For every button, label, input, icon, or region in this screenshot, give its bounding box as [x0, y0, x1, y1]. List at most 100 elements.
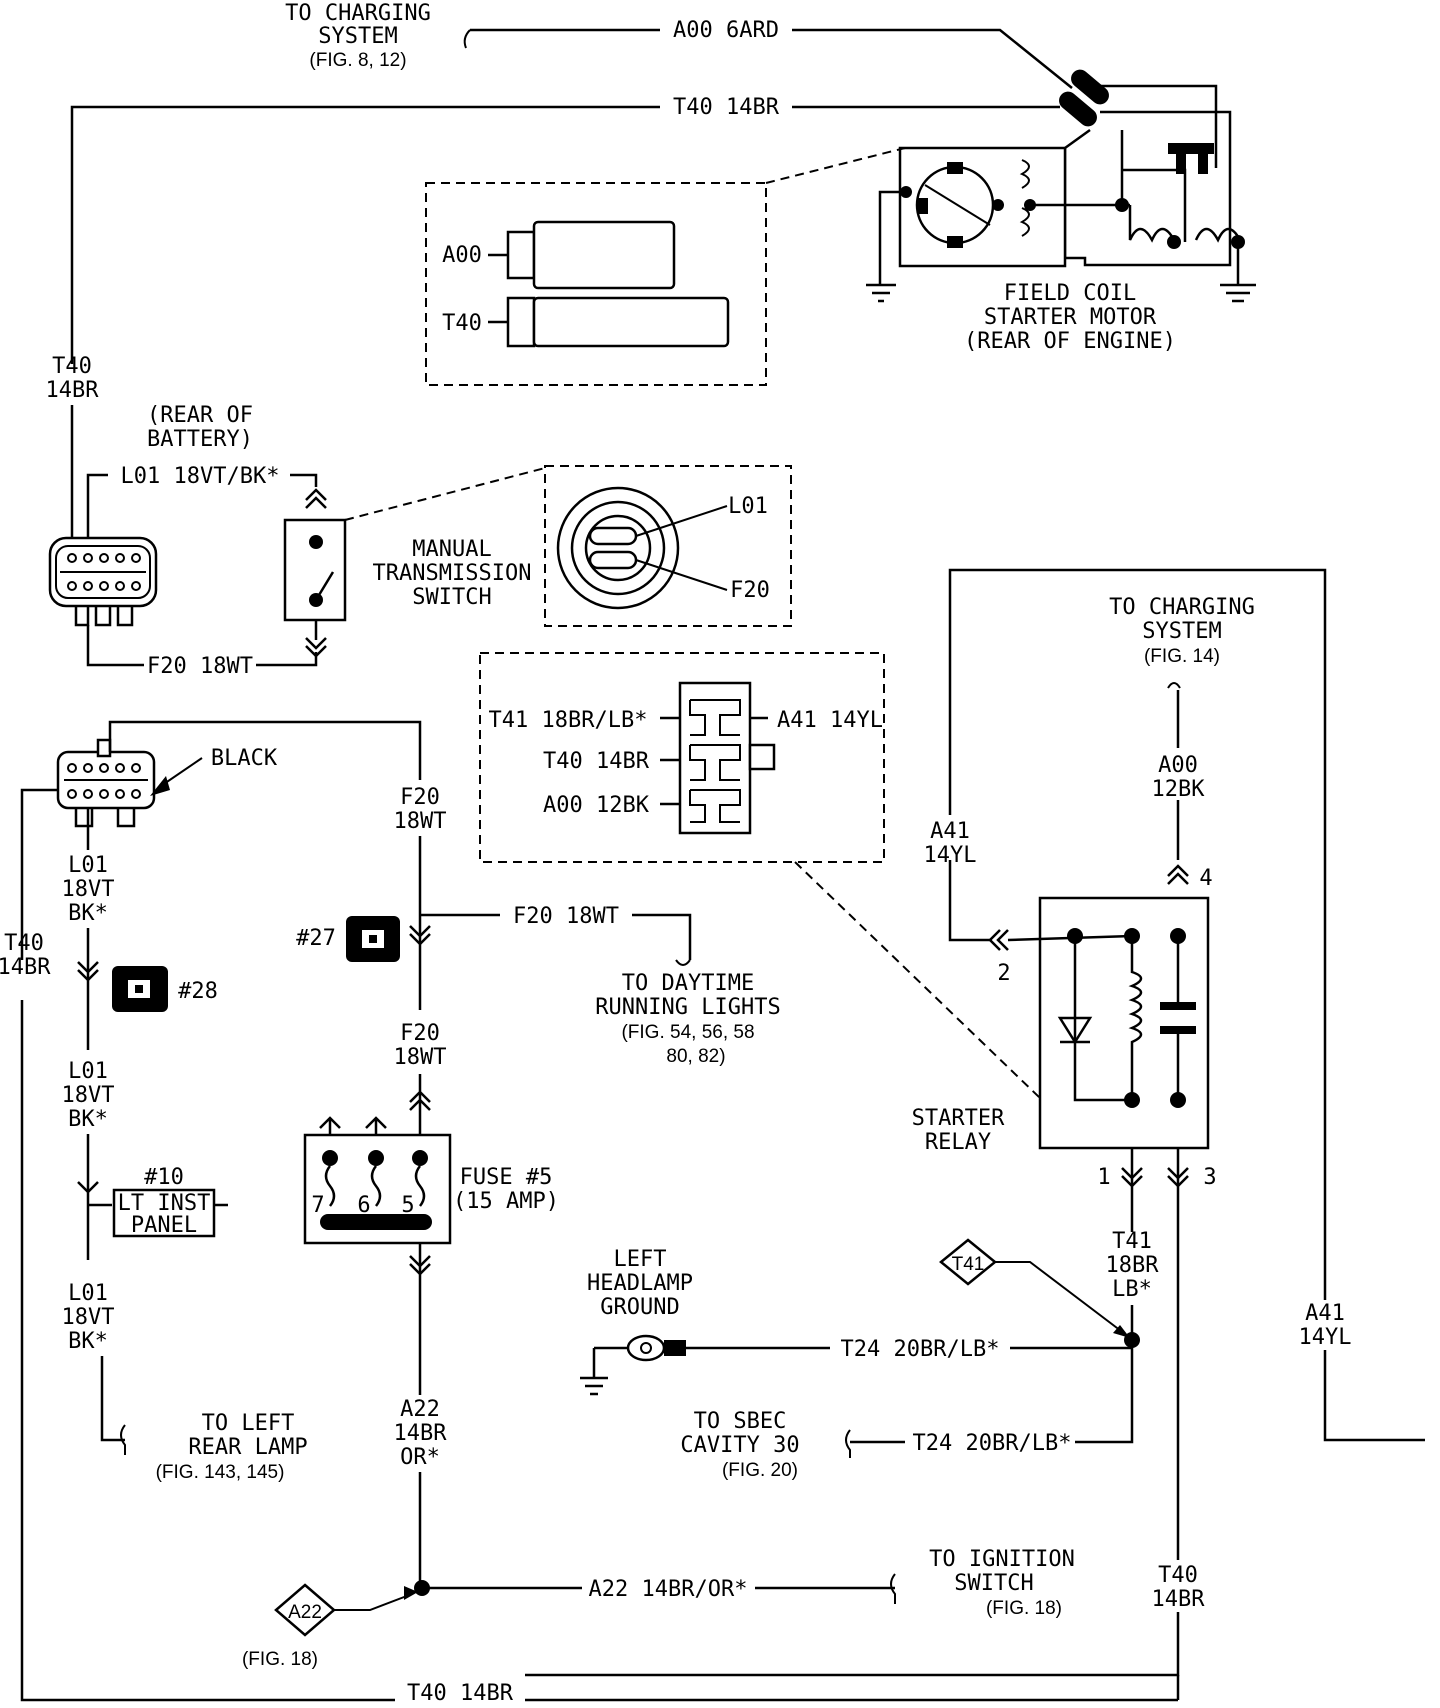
- starter-motor-label: FIELD COIL STARTER MOTOR (REAR OF ENGINE…: [964, 281, 1176, 354]
- svg-text:TO CHARGING: TO CHARGING: [1109, 595, 1255, 620]
- svg-text:TRANSMISSION: TRANSMISSION: [373, 561, 532, 586]
- svg-text:LB*: LB*: [1112, 1277, 1152, 1302]
- svg-text:14BR: 14BR: [0, 955, 51, 980]
- svg-text:A00: A00: [442, 243, 482, 268]
- splice-a22: A22: [274, 1583, 418, 1637]
- svg-text:(FIG. 18): (FIG. 18): [986, 1598, 1062, 1619]
- svg-text:OR*: OR*: [400, 1445, 440, 1470]
- svg-text:14BR: 14BR: [394, 1421, 448, 1446]
- wire-label-a22: A22 14BR OR*: [394, 1397, 448, 1470]
- switch-connector-inset: L01 F20: [544, 465, 792, 627]
- svg-text:L01: L01: [68, 853, 108, 878]
- connector-28: [112, 966, 168, 1012]
- relay-pin-4: 4: [1199, 866, 1212, 891]
- svg-text:12BK: 12BK: [1152, 777, 1206, 802]
- svg-text:RUNNING LIGHTS: RUNNING LIGHTS: [595, 995, 780, 1020]
- svg-text:TO IGNITION: TO IGNITION: [929, 1547, 1075, 1572]
- to-drl-label: TO DAYTIME RUNNING LIGHTS (FIG. 54, 56, …: [595, 971, 780, 1067]
- wire-label-f20-mts: F20 18WT: [147, 654, 253, 679]
- relay-connector-inset: T41 18BR/LB* A41 14YL T40 14BR A00 12BK: [479, 652, 885, 863]
- svg-text:SWITCH: SWITCH: [412, 585, 491, 610]
- wire-label-a22-h: A22 14BR/OR*: [589, 1577, 748, 1602]
- wire-label-a41-b: A41 14YL: [1299, 1301, 1352, 1350]
- relay-pin-2: 2: [997, 961, 1010, 986]
- svg-text:REAR LAMP: REAR LAMP: [188, 1435, 307, 1460]
- right-charging-label: TO CHARGING SYSTEM (FIG. 14): [1109, 595, 1255, 667]
- svg-text:18VT: 18VT: [62, 1083, 115, 1108]
- svg-text:A41 14YL: A41 14YL: [777, 708, 883, 733]
- svg-text:A00 12BK: A00 12BK: [543, 793, 650, 818]
- wire-label-t41: T41 18BR LB*: [1106, 1229, 1160, 1302]
- ring-terminal-a00: [1059, 69, 1109, 127]
- svg-text:5: 5: [401, 1193, 414, 1218]
- wire-label-l01-c: L01 18VT BK*: [62, 1281, 115, 1354]
- svg-text:SYSTEM: SYSTEM: [318, 24, 397, 49]
- black-connector: [56, 738, 156, 828]
- svg-text:F20: F20: [730, 578, 770, 603]
- svg-text:T41: T41: [952, 1254, 985, 1275]
- connector-27-label: #27: [296, 926, 336, 951]
- battery-connector: [48, 536, 158, 627]
- top-charging-label: TO CHARGING SYSTEM (FIG. 8, 12): [285, 1, 431, 71]
- svg-text:T40: T40: [1158, 1563, 1198, 1588]
- wire-label-a41-a: A41 14YL: [924, 819, 977, 868]
- svg-text:HEADLAMP: HEADLAMP: [587, 1271, 693, 1296]
- wire-label-l01-b: L01 18VT BK*: [62, 1059, 115, 1132]
- svg-text:LEFT: LEFT: [614, 1247, 667, 1272]
- wire-label-f20-b: F20 18WT: [394, 1021, 447, 1070]
- starter-relay: [1007, 896, 1210, 1150]
- svg-text:T40: T40: [4, 931, 44, 956]
- svg-text:BK*: BK*: [68, 1329, 108, 1354]
- svg-text:T40 14BR: T40 14BR: [543, 749, 650, 774]
- svg-text:(FIG. 54, 56, 58: (FIG. 54, 56, 58: [621, 1022, 754, 1043]
- to-left-rear-lamp-label: TO LEFT REAR LAMP (FIG. 143, 145): [156, 1411, 308, 1483]
- fig-18-label: (FIG. 18): [242, 1649, 318, 1670]
- svg-text:L01: L01: [68, 1281, 108, 1306]
- starter-motor: [878, 84, 1245, 285]
- svg-text:18WT: 18WT: [394, 1045, 447, 1070]
- svg-text:MANUAL: MANUAL: [412, 537, 491, 562]
- svg-text:14YL: 14YL: [1299, 1325, 1352, 1350]
- svg-text:T41: T41: [1112, 1229, 1152, 1254]
- wire-label-t24-b: T24 20BR/LB*: [913, 1431, 1072, 1456]
- svg-text:F20: F20: [400, 1021, 440, 1046]
- wire-label-a00-12bk: A00 12BK: [1152, 753, 1206, 802]
- svg-text:TO SBEC: TO SBEC: [694, 1409, 787, 1434]
- svg-text:14BR: 14BR: [1152, 1587, 1206, 1612]
- fuse-block: 7 6 5: [303, 1074, 452, 1245]
- svg-text:18WT: 18WT: [394, 809, 447, 834]
- connector-10-label: #10: [144, 1165, 184, 1190]
- fuse-5-label: FUSE #5 (15 AMP): [453, 1165, 559, 1214]
- svg-text:(FIG. 20): (FIG. 20): [722, 1460, 798, 1481]
- svg-text:L01: L01: [68, 1059, 108, 1084]
- rear-battery-label: (REAR OF BATTERY): [147, 403, 253, 452]
- splice-t41: T41: [939, 1238, 1130, 1338]
- wire-t40-top: [70, 105, 1060, 364]
- manual-transmission-switch: [283, 488, 347, 658]
- svg-text:18VT: 18VT: [62, 877, 115, 902]
- svg-text:FIELD COIL: FIELD COIL: [1004, 281, 1136, 306]
- wire-label-l01: L01 18VT/BK*: [121, 464, 280, 489]
- relay-pin-1: 1: [1097, 1165, 1110, 1190]
- svg-text:7: 7: [311, 1193, 324, 1218]
- svg-text:(REAR OF ENGINE): (REAR OF ENGINE): [964, 329, 1176, 354]
- svg-text:GROUND: GROUND: [600, 1295, 679, 1320]
- svg-text:80, 82): 80, 82): [666, 1046, 725, 1067]
- svg-text:T40: T40: [52, 354, 92, 379]
- svg-text:LT INST: LT INST: [118, 1191, 211, 1216]
- black-connector-label: BLACK: [211, 746, 278, 771]
- svg-text:TO LEFT: TO LEFT: [202, 1411, 295, 1436]
- wire-label-t40-right: T40 14BR: [1152, 1563, 1206, 1612]
- wire-label-a00-6ard: A00 6ARD: [673, 18, 779, 43]
- svg-text:T41 18BR/LB*: T41 18BR/LB*: [489, 708, 648, 733]
- to-ignition-label: TO IGNITION SWITCH (FIG. 18): [929, 1547, 1075, 1619]
- svg-text:T40: T40: [442, 311, 482, 336]
- svg-text:RELAY: RELAY: [925, 1130, 991, 1155]
- wire-label-t40-left: T40 14BR: [46, 354, 100, 403]
- svg-text:PANEL: PANEL: [131, 1213, 197, 1238]
- svg-text:A00: A00: [1158, 753, 1198, 778]
- svg-text:F20: F20: [400, 785, 440, 810]
- wire-label-t40-bottom: T40 14BR: [407, 1681, 514, 1706]
- svg-text:(15 AMP): (15 AMP): [453, 1189, 559, 1214]
